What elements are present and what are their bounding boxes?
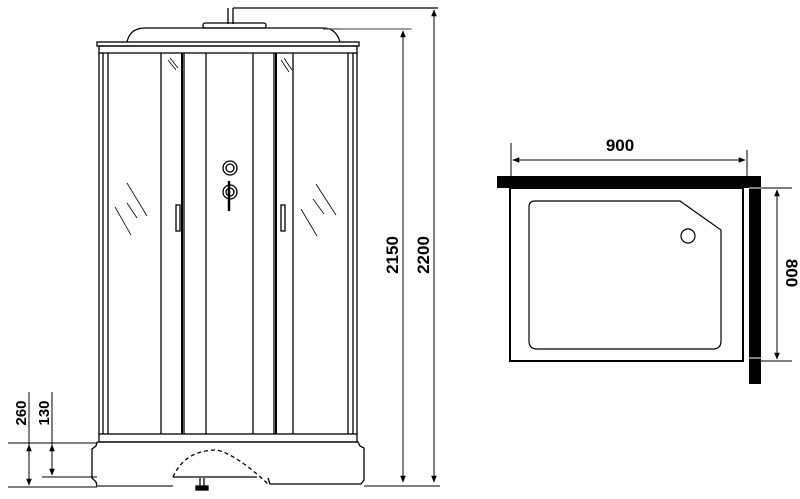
inner-basin: [528, 200, 722, 350]
front-elevation: [91, 7, 438, 491]
door-swing-arc: [172, 449, 269, 485]
shower-tray: [97, 441, 365, 485]
back-wall: [497, 176, 761, 188]
dimension-900: [510, 143, 748, 176]
dimension-2150: [340, 28, 440, 487]
glass-reflection-marks: [114, 57, 337, 237]
tray-outline: [509, 187, 744, 362]
label-2200: 2200: [414, 236, 433, 274]
label-900: 900: [606, 136, 634, 155]
side-wall: [749, 176, 761, 384]
dimension-tray: [8, 392, 97, 488]
control-knob-top: [222, 160, 238, 176]
roof-dome: [126, 27, 341, 43]
adjustable-foot: [195, 478, 209, 491]
drain: [680, 228, 696, 244]
label-260: 260: [13, 400, 30, 425]
shower-pipe: [202, 7, 438, 29]
plan-view: 900 800: [497, 136, 800, 384]
center-panel: [205, 53, 254, 434]
label-2150: 2150: [383, 236, 402, 274]
label-800: 800: [782, 259, 800, 287]
right-door: [273, 53, 294, 434]
left-door: [160, 53, 185, 434]
dimension-800: [761, 187, 792, 362]
label-130: 130: [36, 400, 53, 425]
left-door-handle: [175, 204, 181, 232]
right-door-handle: [280, 204, 286, 232]
